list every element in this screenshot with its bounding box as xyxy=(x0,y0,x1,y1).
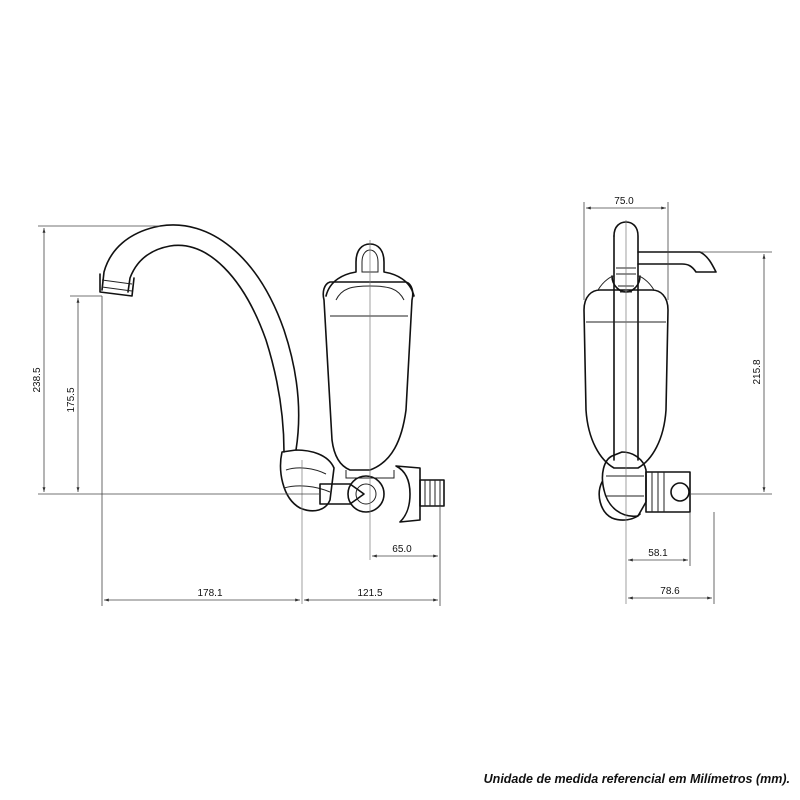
units-caption: Unidade de medida referencial em Milímet… xyxy=(483,772,790,786)
dim-65-0: 65.0 xyxy=(392,544,412,555)
dim-215-8: 215.8 xyxy=(752,359,763,384)
dim-58-1: 58.1 xyxy=(648,548,668,559)
faucet-front-view xyxy=(583,221,717,521)
faucet-side-view xyxy=(99,224,445,523)
right-dimensions: 75.0 215.8 58.1 78.6 xyxy=(583,196,772,604)
left-dimensions: 238.5 175.5 178.1 121.5 65.0 xyxy=(32,225,441,606)
dim-78-6: 78.6 xyxy=(660,586,680,597)
dim-238-5: 238.5 xyxy=(32,367,43,392)
dim-175-5: 175.5 xyxy=(66,387,77,412)
dim-75-0: 75.0 xyxy=(614,196,634,207)
dim-121-5: 121.5 xyxy=(357,588,382,599)
dim-178-1: 178.1 xyxy=(197,588,222,599)
